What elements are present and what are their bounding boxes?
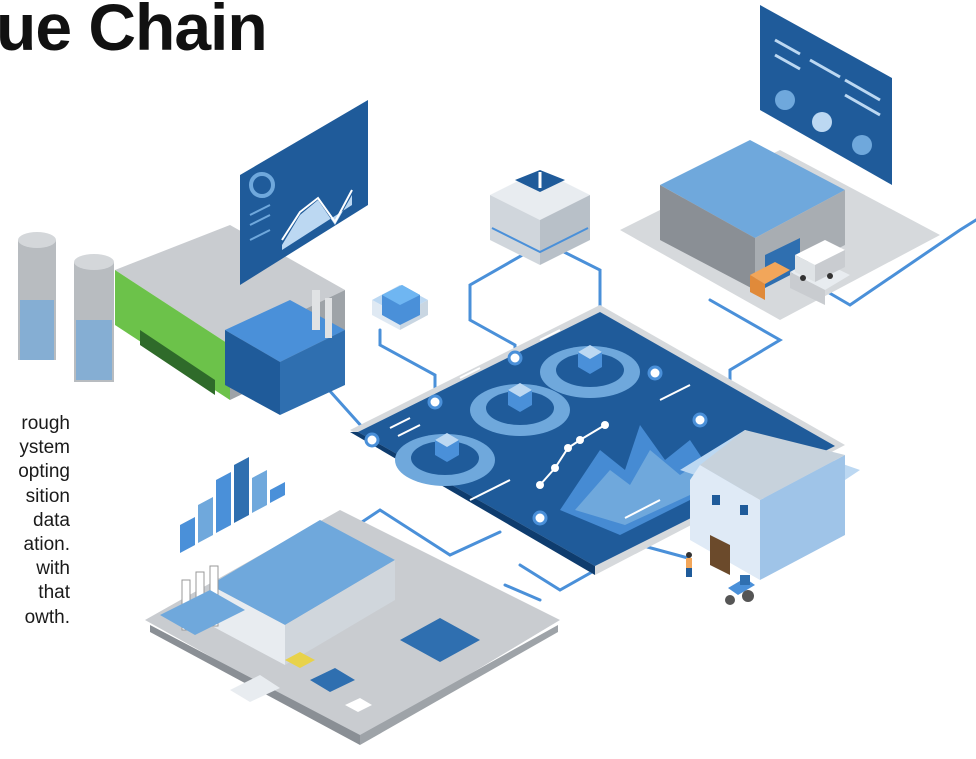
body-line: that [38, 582, 70, 604]
tractor-icon [725, 575, 755, 605]
worker-figure-icon [686, 552, 692, 577]
analytics-panel-icon [240, 100, 368, 285]
warehouse-icon [620, 140, 940, 320]
server-node-icon [490, 170, 590, 265]
body-line: ystem [19, 437, 70, 459]
body-line: owth. [24, 606, 70, 628]
factory-with-silos-icon [18, 225, 345, 415]
body-line: opting [18, 461, 70, 483]
page-title: ue Chain [0, 0, 268, 64]
industrial-plant-icon [145, 510, 560, 745]
body-line: with [36, 558, 70, 580]
body-line: rough [21, 413, 70, 434]
body-paragraph: rough ystem opting sition data ation. wi… [0, 412, 70, 630]
bar-chart-icon [180, 457, 285, 553]
data-cube-icon [372, 285, 428, 330]
delivery-truck-icon [795, 240, 845, 282]
body-line: ation. [23, 534, 70, 556]
body-line: data [33, 509, 70, 531]
farm-barn-icon [680, 430, 860, 580]
body-line: sition [25, 485, 70, 507]
